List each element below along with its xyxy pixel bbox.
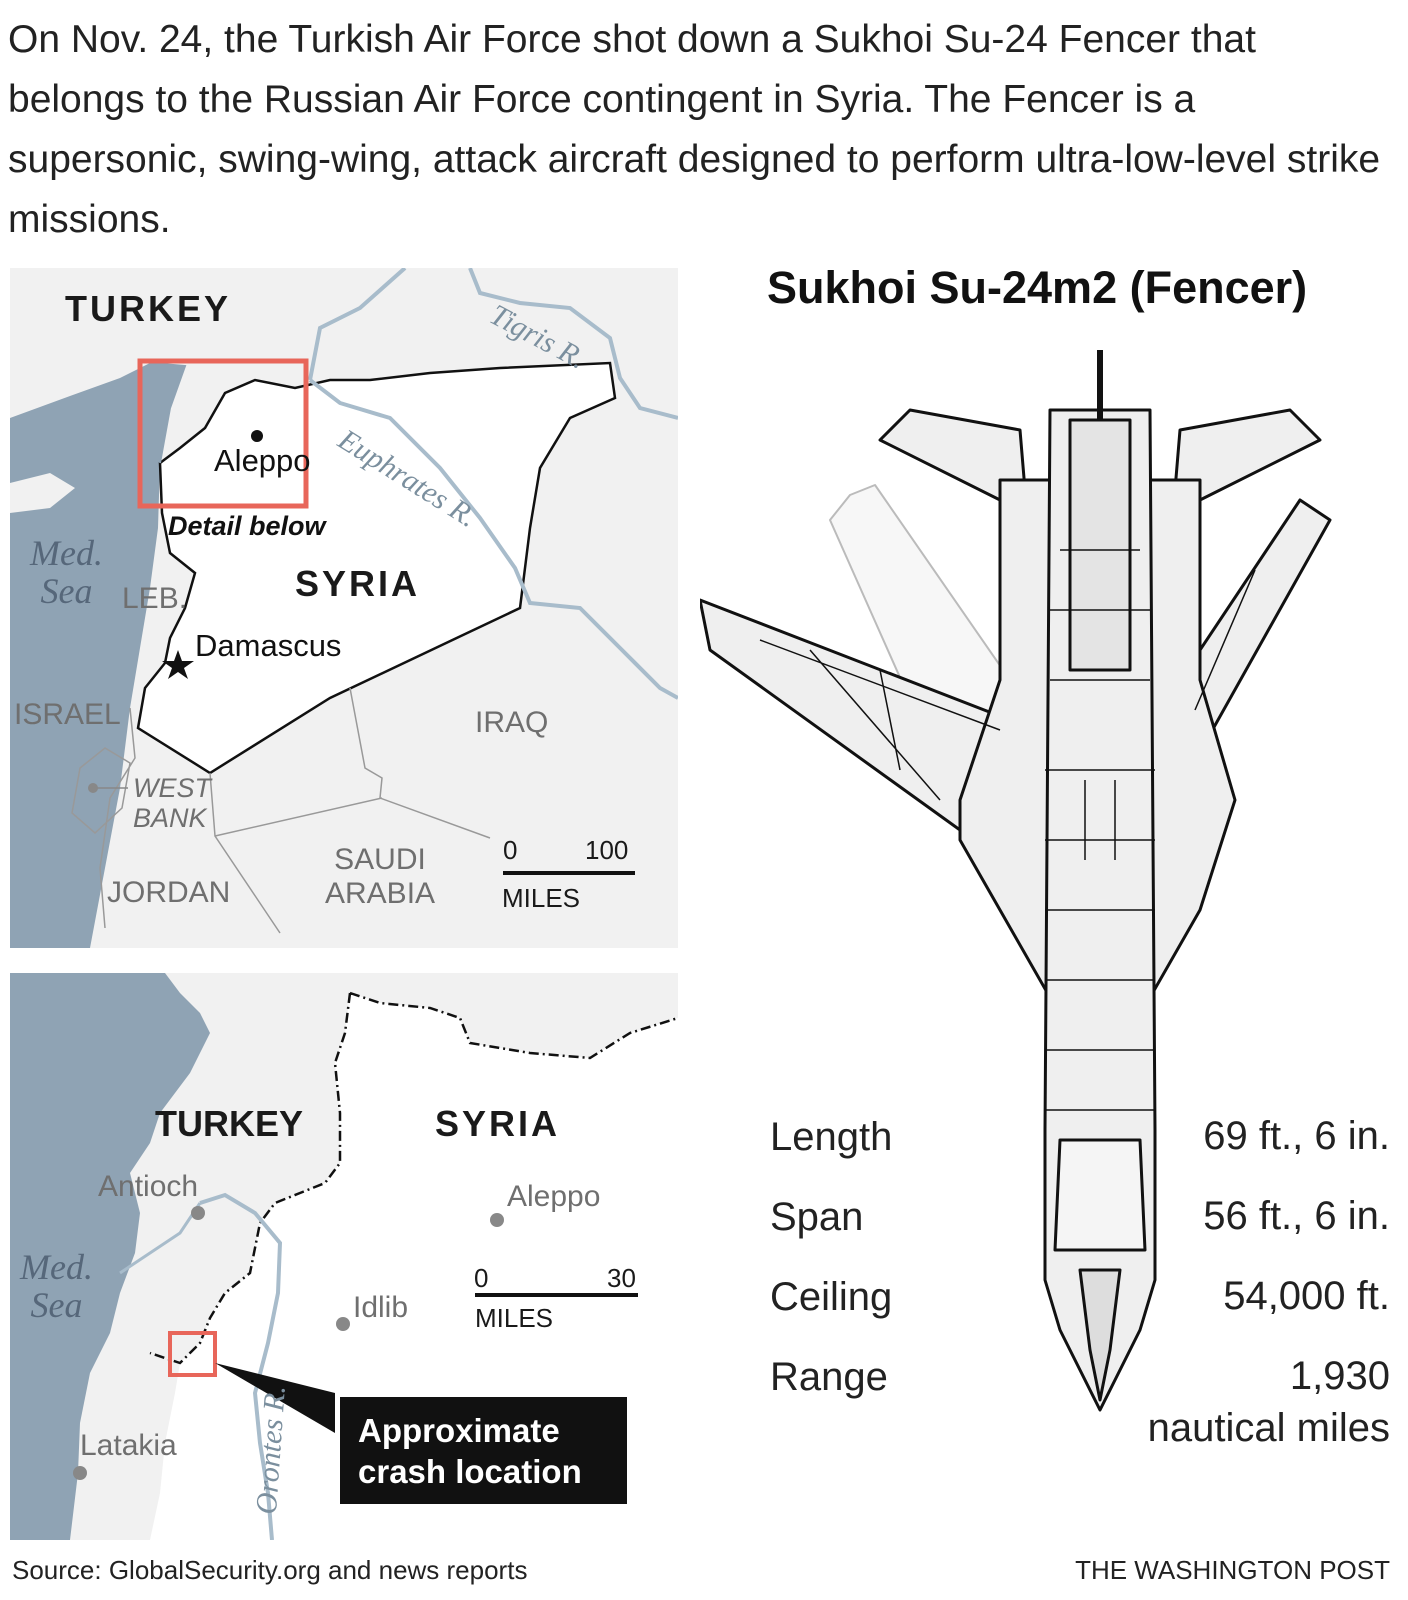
scale-unit: MILES — [502, 883, 581, 913]
label-med-sea-detail-line2: Sea — [30, 1285, 83, 1325]
damascus-star — [162, 650, 194, 679]
latakia-dot — [73, 1466, 87, 1480]
label-iraq: IRAQ — [475, 706, 549, 739]
label-lebanon: LEB. — [122, 582, 188, 615]
coast-detail — [149, 362, 187, 464]
cockpit — [1053, 1138, 1147, 1252]
spec-ceiling-value: 54,000 ft. — [1223, 1274, 1390, 1318]
syria-shape — [136, 361, 617, 775]
scale-max-detail: 30 — [607, 1263, 636, 1293]
label-detail-below: Detail below — [168, 511, 326, 541]
aleppo-dot — [251, 430, 263, 442]
detail-box — [137, 358, 309, 509]
jordan-saudi-border — [214, 797, 383, 837]
label-aleppo-detail: Aleppo — [507, 1180, 601, 1213]
label-med-sea-detail-line1: Med. — [20, 1247, 93, 1287]
mediterranean-sea-shape — [10, 363, 185, 948]
jordan-border — [209, 772, 281, 934]
scale-zero-detail: 0 — [474, 1263, 489, 1293]
west-bank-shape — [71, 747, 131, 835]
nose-cone — [1078, 1268, 1122, 1402]
label-antioch: Antioch — [98, 1170, 199, 1203]
spec-range-value-line2: nautical miles — [1147, 1406, 1390, 1450]
antioch-dot — [191, 1206, 205, 1220]
scale-max: 100 — [585, 835, 629, 865]
scale-zero: 0 — [503, 835, 518, 865]
israel-border — [99, 707, 136, 929]
label-saudi-arabia: SAUDI ARABIA — [325, 843, 436, 910]
label-syria: SYRIA — [295, 563, 421, 604]
aleppo-detail-dot — [490, 1213, 504, 1227]
overview-map-graphic — [10, 268, 678, 948]
crash-location-box — [168, 1331, 217, 1377]
spec-range-label: Range — [770, 1355, 888, 1399]
label-med-sea-line2: Sea — [40, 571, 93, 611]
publisher-credit: THE WASHINGTON POST — [1075, 1555, 1390, 1585]
spec-range-value: 1,930 nautical miles — [1148, 1350, 1390, 1454]
orontes-river — [199, 1192, 283, 1540]
label-west-bank: WEST BANK — [133, 773, 211, 833]
sea-detail-shape — [10, 973, 210, 1540]
callout-line2: crash location — [358, 1453, 582, 1490]
label-jordan: JORDAN — [107, 876, 231, 909]
crash-callout: Approximate crash location — [340, 1397, 627, 1504]
callout-line1: Approximate — [358, 1412, 560, 1449]
iraq-border — [349, 687, 491, 839]
label-med-sea-line1: Med. — [30, 533, 103, 573]
callout-pointer — [215, 1363, 335, 1433]
label-idlib: Idlib — [353, 1291, 409, 1324]
spec-range-value-line1: 1,930 — [1289, 1354, 1390, 1398]
source-note: Source: GlobalSecurity.org and news repo… — [12, 1555, 528, 1585]
overview-map: TURKEY SYRIA IRAQ JORDAN SAUDI ARABIA LE… — [10, 268, 678, 948]
euphrates-river — [308, 378, 678, 700]
label-syria-detail: SYRIA — [435, 1103, 561, 1144]
intro-text: On Nov. 24, the Turkish Air Force shot d… — [8, 18, 1381, 241]
spec-ceiling-label: Ceiling — [770, 1275, 893, 1319]
label-turkey-detail: TURKEY — [155, 1103, 304, 1144]
label-israel: ISRAEL — [14, 698, 121, 731]
label-latakia: Latakia — [80, 1429, 177, 1462]
spec-length-label: Length — [770, 1115, 893, 1159]
spec-span-value: 56 ft., 6 in. — [1203, 1194, 1390, 1238]
aircraft-diagram — [700, 350, 1332, 1412]
idlib-dot — [336, 1317, 350, 1331]
orontes-branch — [119, 1202, 202, 1275]
upper-river — [308, 268, 407, 381]
label-damascus: Damascus — [195, 628, 342, 663]
cyprus-shape — [10, 473, 75, 513]
aircraft-title: Sukhoi Su-24m2 (Fencer) — [767, 262, 1308, 313]
label-turkey: TURKEY — [65, 288, 232, 329]
tigris-river — [468, 268, 678, 420]
spec-span-label: Span — [770, 1195, 864, 1239]
intake-spine — [1068, 418, 1132, 672]
label-aleppo: Aleppo — [214, 443, 311, 478]
spec-length-value: 69 ft., 6 in. — [1203, 1114, 1390, 1158]
label-med-sea: Med. Sea — [30, 534, 103, 610]
label-med-sea-detail: Med. Sea — [20, 1248, 93, 1324]
scale-unit-detail: MILES — [475, 1303, 554, 1333]
